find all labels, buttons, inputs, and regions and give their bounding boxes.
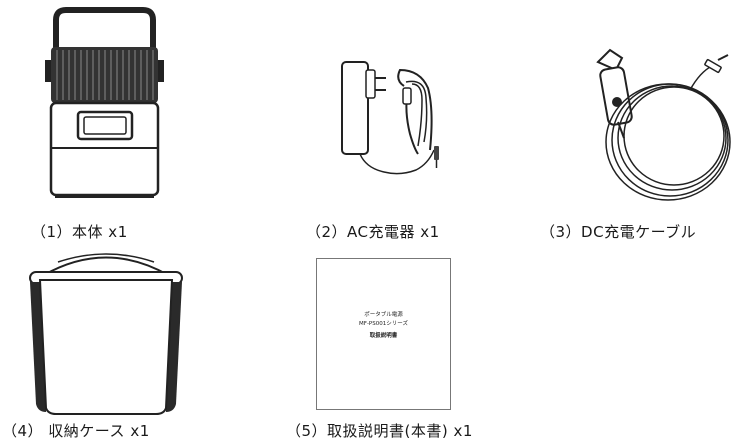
item-caption: （1）本体 x1 [31, 223, 128, 241]
item-caption: （3）DC充電ケーブル [540, 223, 697, 241]
manual-title-line: ポータブル電源 [364, 312, 403, 318]
manual-icon: ポータブル電源 MF-PS001シリーズ 取扱説明書 [316, 258, 451, 410]
item-caption: （2）AC充電器 x1 [306, 223, 440, 241]
item-caption: （5）取扱説明書(本書) x1 [286, 422, 473, 440]
manual-model-line: MF-PS001シリーズ [359, 321, 408, 327]
manual-name-line: 取扱説明書 [369, 333, 398, 339]
item-caption: （4） 収納ケース x1 [2, 422, 150, 440]
